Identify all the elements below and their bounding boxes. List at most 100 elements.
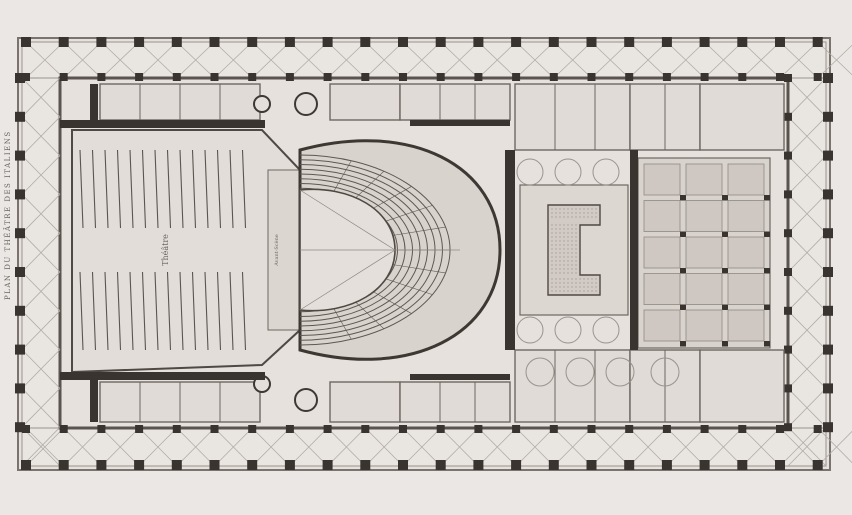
foyer-column [722, 341, 728, 347]
foyer-bays [643, 163, 770, 347]
stair-dot [559, 248, 561, 250]
stair-dot [559, 240, 561, 242]
vault-cross [327, 427, 366, 467]
foyer-column [764, 268, 770, 274]
stair-dot [575, 224, 577, 226]
stair-dot [555, 252, 557, 254]
stair-dot [559, 290, 561, 292]
pier [284, 460, 295, 470]
vault-cross [63, 41, 102, 79]
stair-dot [551, 272, 553, 274]
pier [15, 267, 25, 277]
vault-cross [704, 41, 743, 79]
stage-strip [116, 271, 122, 351]
stair-dot [555, 256, 557, 258]
stair-dot [551, 232, 553, 234]
stair-dot [567, 208, 569, 210]
stair-dot [583, 282, 585, 284]
stair-dot [563, 264, 565, 266]
pier [823, 383, 833, 394]
stair-dot [567, 260, 569, 262]
vault-cross [787, 310, 827, 350]
pier [360, 460, 371, 470]
pier [322, 460, 333, 470]
stair-dot [555, 228, 557, 230]
stair-dot [555, 264, 557, 266]
vault-circle [516, 158, 544, 186]
pier [823, 150, 833, 161]
vault-cross [742, 427, 781, 467]
pier [398, 460, 408, 470]
vault-cross [214, 41, 253, 79]
proscenium-zone [267, 169, 303, 331]
vault-cross [289, 427, 328, 467]
stair-dot [587, 282, 589, 284]
vault-cross [251, 427, 291, 467]
pier [784, 384, 792, 393]
stair-dot [551, 248, 553, 250]
stair-dot [587, 286, 589, 288]
foyer-column [722, 304, 728, 310]
pier [784, 74, 792, 82]
stair-dot [559, 256, 561, 258]
stair-dot [559, 244, 561, 246]
stair-dot [575, 212, 577, 214]
stair-dot [551, 244, 553, 246]
pier [210, 425, 219, 433]
stair-dot [559, 268, 561, 270]
pier [699, 460, 710, 470]
vault-cross [101, 41, 140, 79]
pier [784, 151, 792, 160]
stair-dot [563, 256, 565, 258]
pier [511, 37, 522, 47]
stair-dot [575, 232, 577, 234]
stair-dot [591, 216, 593, 218]
pier [209, 37, 220, 47]
stair-dot [559, 224, 561, 226]
pier [784, 345, 792, 354]
stair-dot [555, 260, 557, 262]
pier [661, 460, 672, 470]
vault-cross [251, 41, 291, 79]
pier [823, 305, 833, 316]
stair-dot [551, 260, 553, 262]
stair-dot [583, 286, 585, 288]
vault-cross [787, 77, 827, 118]
stair-dot [571, 282, 573, 284]
auditorium-diag-2 [299, 249, 396, 311]
pier [625, 73, 634, 81]
pier [776, 73, 784, 81]
vault-cross [704, 427, 743, 467]
stair-dot [595, 216, 597, 218]
vault-cross [402, 427, 441, 467]
seat-aisle [352, 171, 385, 201]
stair-dot [591, 278, 593, 280]
stair-dot [575, 264, 577, 266]
vault-cross [628, 41, 668, 79]
stair-dot [555, 232, 557, 234]
stage-strip [141, 271, 147, 351]
stair-dot [571, 244, 573, 246]
stair-dot [559, 282, 561, 284]
vault-cross [787, 232, 827, 273]
pier [97, 425, 106, 433]
foyer-column [764, 304, 770, 310]
pier [322, 37, 333, 47]
stair-dot [579, 216, 581, 218]
pier [548, 37, 559, 47]
foyer-column [722, 231, 728, 237]
stage-strip [229, 149, 234, 229]
vault-circle [516, 316, 544, 344]
foyer-bay [643, 200, 681, 232]
stair-dot [591, 212, 593, 214]
stair-dot [555, 282, 557, 284]
stage-strip [91, 149, 97, 229]
pier [823, 111, 833, 122]
stair-dot [567, 248, 569, 250]
vault-cross [591, 427, 630, 467]
stair-dot [591, 208, 593, 210]
pier [171, 460, 182, 470]
staircase-texture [551, 208, 597, 292]
vault-cross [787, 116, 827, 156]
vault-cross [101, 427, 140, 467]
